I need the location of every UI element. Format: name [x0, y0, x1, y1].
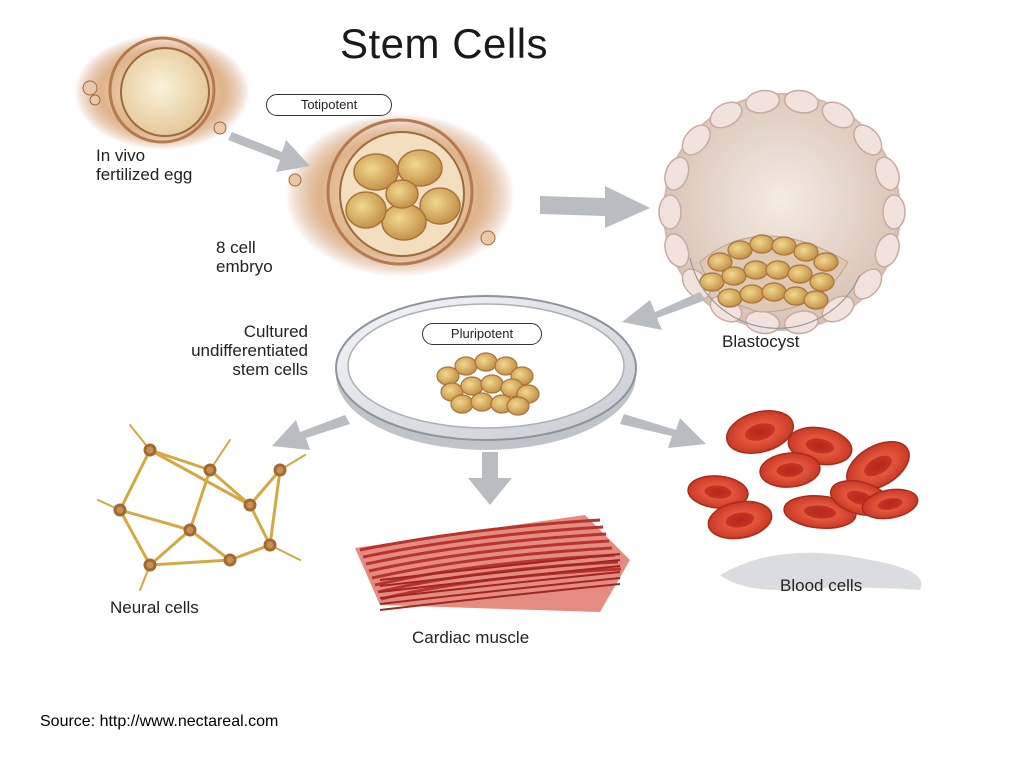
blastocyst-label: Blastocyst — [722, 332, 800, 351]
eight-cell-embryo-label: 8 cell embryo — [216, 238, 273, 276]
cultured-stem-cells-label: Cultured undifferentiated stem cells — [191, 322, 308, 379]
cardiac-muscle-label: Cardiac muscle — [412, 628, 530, 647]
source-citation: Source: http://www.nectareal.com — [40, 713, 279, 730]
diagram-title: Stem Cells — [340, 20, 549, 67]
blood-cells-label: Blood cells — [780, 576, 863, 595]
cardiac-muscle-illustration — [355, 515, 630, 612]
fertilized-egg-illustration — [74, 34, 250, 150]
neural-cells-illustration — [97, 424, 306, 591]
blood-cells-illustration — [687, 410, 922, 590]
arrow-dish-to-neural — [272, 415, 350, 450]
totipotent-badge: Totipotent — [266, 94, 392, 116]
arrow-dish-to-blood — [620, 414, 706, 448]
pluripotent-badge: Pluripotent — [422, 323, 542, 345]
petri-dish-illustration — [335, 295, 637, 450]
neural-cells-label: Neural cells — [110, 598, 199, 617]
arrow-embryo-to-blastocyst — [540, 186, 650, 228]
arrow-blastocyst-to-dish — [622, 292, 706, 330]
blastocyst-illustration — [658, 89, 906, 335]
arrow-dish-to-cardiac — [468, 452, 512, 505]
arrow-egg-to-embryo — [228, 132, 310, 172]
fertilized-egg-label: In vivo fertilized egg — [96, 146, 193, 184]
eight-cell-embryo-illustration — [285, 113, 515, 277]
